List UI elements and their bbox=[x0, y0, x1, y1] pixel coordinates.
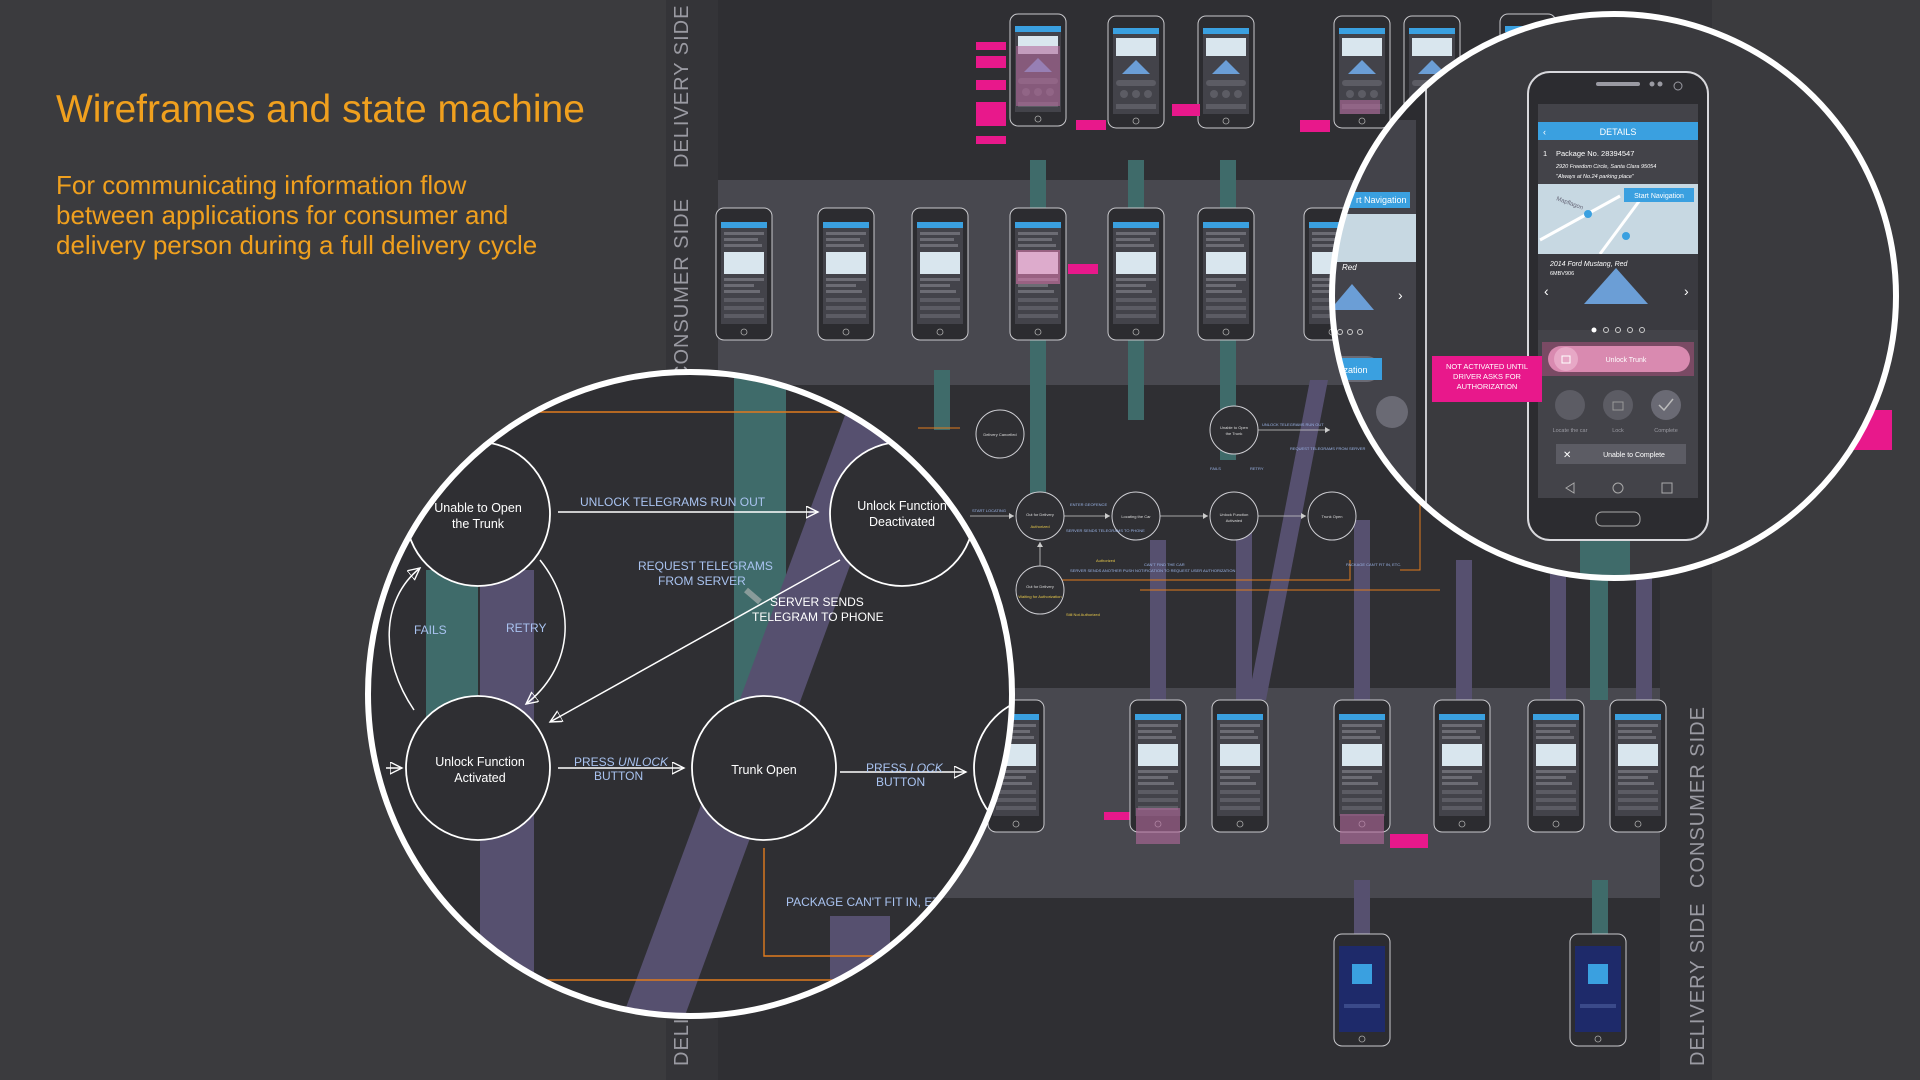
small-edge-start-locating: START LOCATING bbox=[972, 508, 1006, 513]
peek-nav-label: rt Navigation bbox=[1356, 195, 1407, 205]
unable-complete-button[interactable] bbox=[1556, 444, 1686, 464]
small-state-locating-car: Locating the Car bbox=[1121, 514, 1151, 519]
lock-open-icon bbox=[1561, 355, 1571, 364]
band-label-delivery-bottom-right: DELIVERY SIDE bbox=[1687, 903, 1709, 1066]
consumer-phones-top bbox=[715, 207, 1361, 341]
small-state-machine: Delivery Cancelled Unable to Open the Tr… bbox=[970, 405, 1401, 617]
small-state-unable-open-2: the Trunk bbox=[1226, 431, 1243, 436]
small-state-trunk-open: Trunk Open bbox=[1322, 514, 1343, 519]
lock-label: Lock bbox=[1612, 428, 1624, 434]
not-activated-callout bbox=[1432, 356, 1542, 402]
unlock-trunk-button[interactable] bbox=[1548, 346, 1690, 372]
delivery-phones-top bbox=[1009, 13, 1557, 129]
nav-back-icon[interactable] bbox=[1565, 482, 1575, 494]
carousel-next-icon[interactable]: › bbox=[1684, 283, 1689, 299]
zoom-edge-request-2: FROM SERVER bbox=[658, 574, 746, 588]
small-edge-server-push: SERVER SENDS ANOTHER PUSH NOTIFICATION T… bbox=[1070, 568, 1235, 573]
locate-car-label: Locate the car bbox=[1553, 428, 1588, 434]
zoom-label-activated-1: Unlock Function bbox=[435, 755, 525, 769]
band-label-delivery-top: DELIVERY SIDE bbox=[671, 5, 693, 168]
small-edge-authorized: Authorized bbox=[1096, 558, 1115, 563]
lock-button[interactable] bbox=[1603, 390, 1633, 420]
nav-recents-icon[interactable] bbox=[1661, 482, 1673, 494]
zoom-state-activated bbox=[405, 695, 551, 841]
small-edge-enter-geofence: ENTER GEOFENCE bbox=[1070, 502, 1107, 507]
carousel-prev-icon[interactable]: ‹ bbox=[1544, 283, 1549, 299]
complete-label: Complete bbox=[1654, 428, 1678, 434]
small-state-delivery-cancelled: Delivery Cancelled bbox=[983, 432, 1016, 437]
not-activated-callout-text: NOT ACTIVATED UNTIL DRIVER ASKS FOR AUTH… bbox=[1445, 362, 1529, 391]
zoom-edge-server-1: SERVER SENDS bbox=[770, 595, 864, 609]
lock-icon bbox=[1612, 401, 1624, 411]
zoom-lens-phone-detail: rt Navigation Red › thorization ete ‹ DE… bbox=[1326, 11, 1899, 581]
locate-car-button[interactable] bbox=[1555, 390, 1585, 420]
peek-auth-label: thorization bbox=[1326, 365, 1368, 375]
small-state-waiting-2: Waiting for Authorization bbox=[1018, 594, 1061, 599]
small-edge-still-not-authorized: Still Not Authorized bbox=[1066, 612, 1100, 617]
small-edge-fails: FAILS bbox=[1210, 466, 1221, 471]
zoom-label-trunk-open: Trunk Open bbox=[731, 763, 797, 777]
unable-complete-label: Unable to Complete bbox=[1603, 452, 1665, 459]
zoom-edge-press-lock: PRESS LOCK bbox=[866, 761, 944, 775]
zoom-label-deactivated-1: Unlock Function bbox=[857, 499, 947, 513]
small-state-unlock-activated-1: Unlock Function bbox=[1220, 512, 1249, 517]
small-edge-cant-find-car: CAN'T FIND THE CAR bbox=[1144, 562, 1185, 567]
page-title: Wireframes and state machine bbox=[56, 88, 585, 131]
small-edge-unlock-run-out: UNLOCK TELEGRAMS RUN OUT bbox=[1262, 422, 1324, 427]
phone-back-icon[interactable]: ‹ bbox=[1543, 127, 1546, 137]
close-icon: ✕ bbox=[1563, 450, 1571, 461]
orange-connectors bbox=[918, 420, 1440, 591]
small-edge-package-cant-fit: PACKAGE CAN'T FIT IN, ETC. bbox=[1346, 562, 1401, 567]
start-navigation-button[interactable] bbox=[1624, 188, 1694, 202]
band-label-consumer-right: CONSUMER SIDE bbox=[1687, 706, 1709, 888]
zoom-edge-press-unlock: PRESS UNLOCK bbox=[574, 755, 669, 769]
phone-car-plate: 6MBV906 bbox=[1550, 271, 1574, 277]
small-state-out-delivery-1: Out for Delivery bbox=[1026, 512, 1054, 517]
small-state-waiting-1: Out for Delivery bbox=[1026, 584, 1054, 589]
phone-address: 2920 Freedom Circle, Santa Clara 95054 bbox=[1555, 164, 1656, 170]
check-icon bbox=[1658, 398, 1674, 412]
zoom-edge-retry: RETRY bbox=[506, 621, 546, 635]
phone-package-number: Package No. 28394547 bbox=[1556, 149, 1634, 158]
zoom-edge-request-1: REQUEST TELEGRAMS bbox=[638, 559, 773, 573]
page-subtitle: For communicating information flow betwe… bbox=[56, 170, 538, 260]
zoom-edge-fails: FAILS bbox=[414, 623, 447, 637]
small-state-out-delivery-2: Authorized bbox=[1030, 524, 1049, 529]
unlock-trunk-label: Unlock Trunk bbox=[1606, 357, 1647, 364]
zoom-state-trunk-open bbox=[691, 695, 837, 841]
phone-note: "Always at No.24 parking place" bbox=[1556, 174, 1635, 180]
zoom-label-deactivated-2: Deactivated bbox=[869, 515, 935, 529]
zoom-edge-cant-fit: PACKAGE CAN'T FIT IN, ETC. bbox=[786, 895, 952, 909]
phone-package-index: 1 bbox=[1543, 149, 1547, 158]
consumer-phones-bottom bbox=[987, 699, 1667, 844]
nav-home-icon[interactable] bbox=[1612, 482, 1624, 494]
small-edge-server-sends: SERVER SENDS TELEGRAMS TO PHONE bbox=[1066, 528, 1145, 533]
peek-car-label: Red bbox=[1342, 263, 1357, 272]
band-label-consumer-left: CONSUMER SIDE bbox=[671, 198, 693, 380]
zoom-edge-run-out: UNLOCK TELEGRAMS RUN OUT bbox=[580, 495, 766, 509]
start-navigation-label: Start Navigation bbox=[1634, 193, 1684, 200]
zoom-edge-press-lock-2: BUTTON bbox=[876, 775, 925, 789]
phone-car-model: 2014 Ford Mustang, Red bbox=[1549, 261, 1629, 268]
small-edge-request-telegrams: REQUEST TELEGRAMS FROM SERVER bbox=[1290, 446, 1365, 451]
complete-button[interactable] bbox=[1651, 390, 1681, 420]
phone-header-title: DETAILS bbox=[1600, 127, 1637, 137]
small-state-unable-open-1: Unable to Open bbox=[1220, 425, 1248, 430]
small-edge-retry: RETRY bbox=[1250, 466, 1264, 471]
zoom-label-unable-open-1: Unable to Open bbox=[434, 501, 522, 515]
zoom-label-activated-2: Activated bbox=[454, 771, 505, 785]
zoom-edge-server-2: TELEGRAM TO PHONE bbox=[752, 610, 884, 624]
zoom-label-unable-open-2: the Trunk bbox=[452, 517, 505, 531]
zoom-edge-press-unlock-2: BUTTON bbox=[594, 769, 643, 783]
small-state-unlock-activated-2: Activated bbox=[1226, 518, 1242, 523]
peek-next-chevron: › bbox=[1398, 287, 1403, 303]
